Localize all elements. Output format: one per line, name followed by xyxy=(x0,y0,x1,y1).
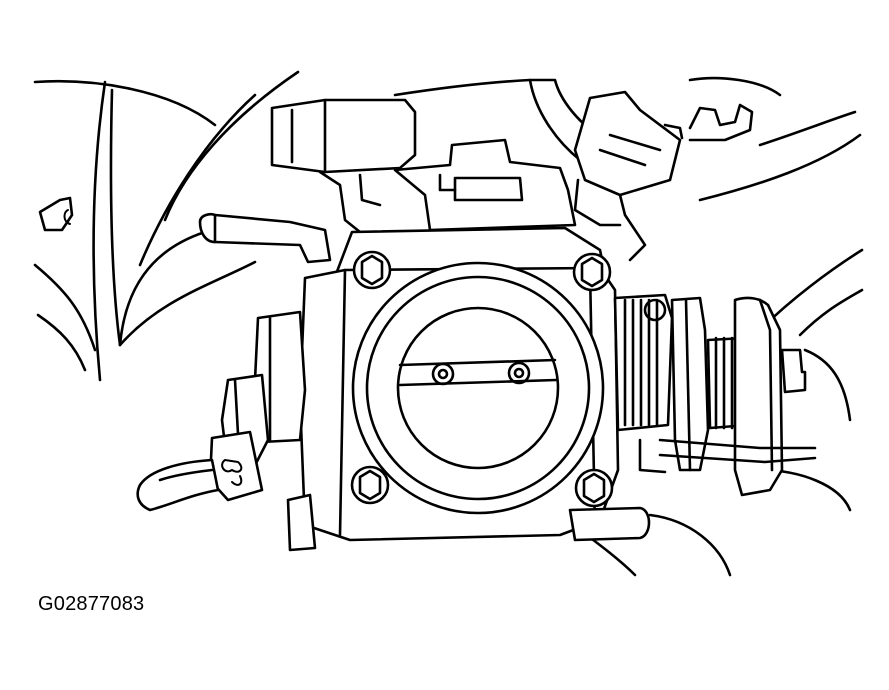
wire-harness xyxy=(138,460,218,510)
bolt-top-left xyxy=(354,252,390,288)
bolt-top-right xyxy=(574,254,610,290)
sensor-connector xyxy=(530,80,752,260)
left-hose xyxy=(200,214,330,262)
throttle-spring-assembly xyxy=(615,295,815,495)
throttle-position-sensor xyxy=(210,375,268,500)
mounting-bolts xyxy=(352,252,612,506)
background-hoses xyxy=(35,72,862,575)
throttle-bore xyxy=(353,263,603,513)
throttle-plate xyxy=(400,360,556,385)
figure-code: G02877083 xyxy=(38,593,145,615)
idle-air-control-valve xyxy=(272,100,575,232)
bolt-bottom-right xyxy=(576,470,612,506)
bolt-bottom-left xyxy=(352,467,388,503)
